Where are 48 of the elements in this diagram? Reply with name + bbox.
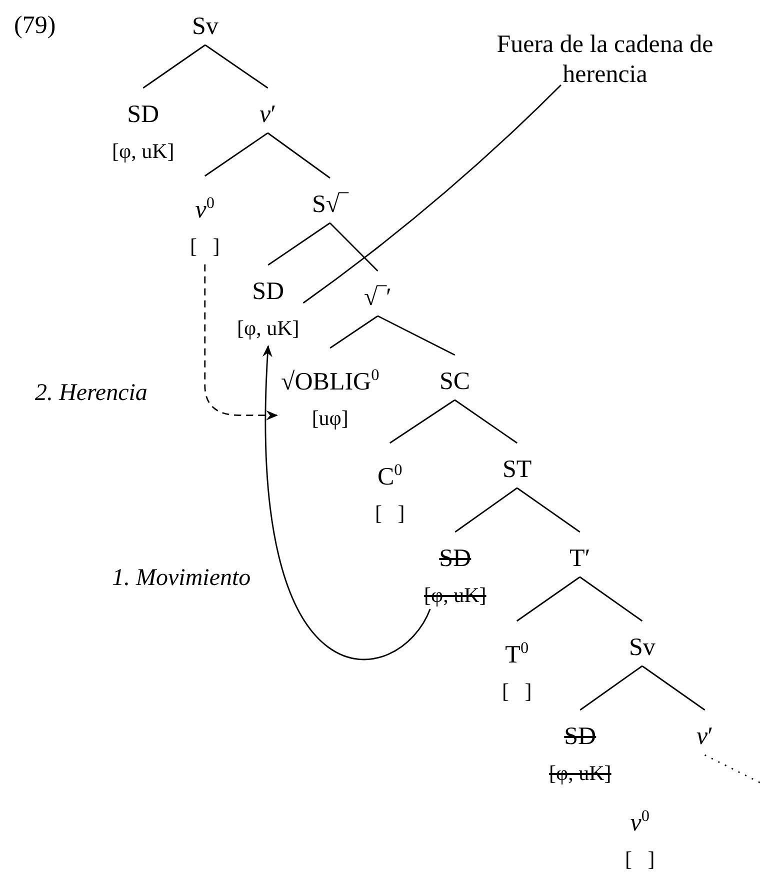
node-label: Sv	[629, 633, 656, 663]
feature-bracket: [φ, uK]	[549, 760, 612, 787]
tree-branch	[377, 315, 456, 356]
tree-branch	[454, 487, 518, 533]
feature-bracket: [ ]	[625, 846, 655, 874]
node-label: v′	[696, 722, 714, 752]
tree-branch	[454, 399, 518, 444]
feature-bracket: [ ]	[375, 500, 405, 528]
node-label: SD	[252, 277, 284, 307]
feature-bracket: [φ, uK]	[112, 138, 174, 165]
node-label: SD	[127, 100, 160, 130]
feature-bracket: [uφ]	[312, 405, 348, 432]
tree-branch	[204, 132, 268, 177]
tree-branch	[142, 44, 206, 89]
tree-branch	[267, 132, 330, 179]
leader-line	[302, 84, 562, 304]
node-label: T′	[570, 544, 590, 574]
node-label: SD	[439, 544, 472, 574]
node-label: S√‾	[312, 190, 348, 220]
annotation-text: Fuera de la cadena de herencia	[496, 30, 714, 90]
inheritance-arrow	[204, 264, 278, 420]
tree-branch	[204, 44, 268, 89]
feature-bracket: [φ, uK]	[424, 582, 486, 609]
tree-branch	[579, 576, 643, 622]
example-number: (79)	[14, 12, 56, 40]
node-label: √‾′	[364, 283, 392, 313]
node-label: ST	[502, 455, 532, 485]
node-label: √OBLIG$^{0}$	[281, 365, 380, 398]
node-label: SC	[440, 367, 470, 397]
node-label: Sv	[192, 12, 218, 42]
tree-branch	[516, 576, 580, 622]
node-label: v′	[260, 100, 276, 130]
tree-branch	[268, 222, 330, 266]
tree-branch	[389, 399, 456, 444]
movement-arrow	[262, 345, 431, 660]
tree-branch	[516, 487, 580, 533]
node-label: C$^{0}$	[377, 460, 402, 492]
node-label: v$^{0}$	[630, 806, 650, 838]
feature-bracket: [φ, uK]	[237, 315, 300, 342]
feature-bracket: [ ]	[502, 678, 532, 706]
tree-branch	[642, 665, 706, 711]
node-label: SD	[564, 722, 596, 752]
tree-branch	[329, 222, 378, 272]
tree-branch	[330, 315, 378, 349]
tree-branch	[580, 665, 643, 711]
node-label: T$^{0}$	[505, 638, 529, 670]
node-label: v$^{0}$	[195, 193, 214, 226]
feature-bracket: [ ]	[190, 233, 220, 260]
